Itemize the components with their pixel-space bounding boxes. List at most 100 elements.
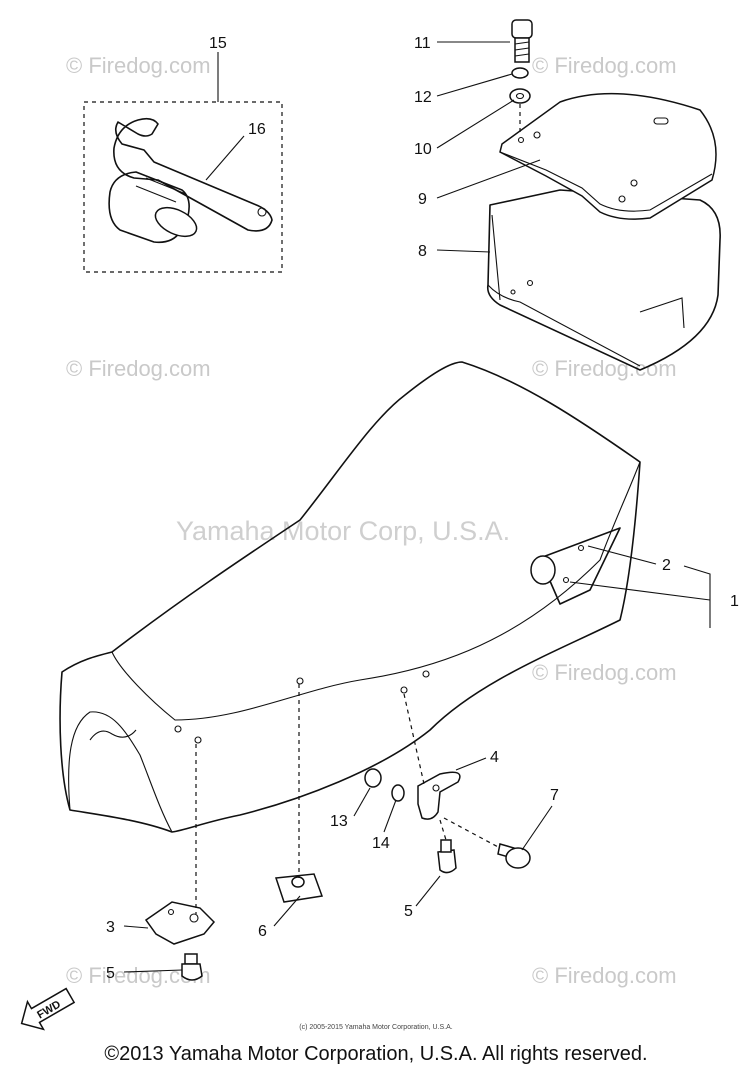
tool-tray-rim	[487, 284, 641, 367]
leader-12	[436, 73, 513, 97]
wrench-hole	[257, 207, 267, 217]
bolt-5-front-shank	[184, 953, 198, 965]
bolt-5-front-head	[181, 963, 203, 981]
watermark-firedog: © Firedog.com	[532, 356, 677, 381]
leader-14	[383, 799, 397, 833]
mount-hole	[174, 725, 182, 733]
bracket-axis	[403, 693, 425, 785]
front-bracket-hole	[189, 913, 199, 923]
small-copyright: (c) 2005-2015 Yamaha Motor Corporation, …	[299, 1024, 452, 1031]
cover-hole	[533, 131, 541, 139]
watermark-firedog: © Firedog.com	[532, 963, 677, 988]
callout-12: 12	[414, 89, 432, 106]
callout-1: 1	[730, 593, 739, 610]
mount-hole	[194, 736, 202, 744]
cover-hole	[630, 179, 638, 187]
leader-2	[587, 545, 657, 565]
leader-3	[123, 925, 149, 929]
bolt-head	[511, 19, 533, 39]
tool-tray-mark	[639, 297, 685, 329]
spanner-wrench	[113, 117, 273, 232]
seat-strap-group	[530, 527, 621, 605]
pouch-opening	[154, 206, 198, 238]
tool-tray	[486, 189, 721, 371]
bolt-5-axis	[439, 819, 447, 841]
bolt-5-shank	[440, 839, 452, 853]
seat-strap	[539, 527, 621, 605]
callout-5-front: 5	[106, 965, 115, 982]
callout-5-rear: 5	[404, 903, 413, 920]
callout-3: 3	[106, 919, 115, 936]
bolt-5-rear	[437, 849, 457, 874]
strap-hole	[577, 544, 585, 552]
rear-bracket-group	[364, 693, 531, 874]
watermark-firedog: © Firedog.com	[532, 660, 677, 685]
tool-tray-edge	[491, 214, 501, 301]
tool-kit-group	[83, 101, 283, 273]
seat-bracket	[417, 771, 461, 820]
fwd-arrow: FWD	[20, 987, 76, 1031]
callout-2: 2	[662, 557, 671, 574]
leader-10	[436, 99, 515, 149]
watermark-firedog: © Firedog.com	[532, 53, 677, 78]
leader-5-rear	[415, 875, 441, 907]
leader-8	[436, 249, 491, 253]
lock-washer	[511, 67, 529, 79]
cover-plate	[499, 92, 717, 220]
front-bracket-group	[144, 744, 216, 981]
callout-11: 11	[414, 35, 431, 52]
bolt-7-axis	[443, 817, 501, 849]
nut-13	[364, 768, 382, 788]
front-bracket-hole	[167, 908, 175, 916]
seat-cushion	[59, 361, 641, 833]
tray-hole	[526, 279, 534, 287]
callout-6: 6	[258, 923, 267, 940]
callout-13: 13	[330, 813, 348, 830]
plate-nut	[274, 873, 324, 903]
cover-hole	[517, 136, 525, 144]
mount-hole	[400, 686, 408, 694]
watermark-firedog: © Firedog.com	[66, 53, 211, 78]
front-bracket	[144, 901, 216, 945]
plate-nut-group	[274, 684, 324, 903]
seat-edge-line	[111, 461, 641, 721]
arrow-shape	[20, 987, 76, 1031]
strap-end	[530, 555, 556, 585]
pouch-strap	[135, 177, 187, 203]
watermark-firedog: © Firedog.com	[66, 356, 211, 381]
leader-5-front	[123, 969, 183, 973]
bracket-hole	[432, 784, 440, 792]
leader-13	[353, 787, 371, 817]
cover-plate-group	[499, 92, 717, 220]
callout-16: 16	[248, 121, 266, 138]
leader-7	[521, 805, 553, 851]
callout-10: 10	[414, 141, 432, 158]
tool-tray-group	[486, 189, 721, 371]
bolt-7-head	[505, 847, 531, 869]
seat-assembly	[59, 361, 641, 833]
leader-lines	[123, 41, 711, 973]
callout-7: 7	[550, 787, 559, 804]
copyright-line: ©2013 Yamaha Motor Corporation, U.S.A. A…	[104, 1043, 647, 1065]
leader-6	[273, 895, 301, 927]
plate-nut-boss	[291, 876, 305, 888]
cover-fasteners	[509, 19, 533, 132]
washer-hole	[515, 92, 525, 100]
callout-4: 4	[490, 749, 499, 766]
strap-hole	[562, 576, 570, 584]
mount-hole	[296, 677, 304, 685]
tray-hole	[510, 289, 516, 295]
leader-4	[455, 757, 487, 771]
cover-hole	[618, 195, 626, 203]
leader-1	[569, 581, 711, 601]
flat-washer	[509, 88, 531, 104]
cover-plate-edge	[499, 151, 713, 212]
seat-front-detail	[89, 729, 137, 741]
callout-8: 8	[418, 243, 427, 260]
leader-9	[436, 159, 541, 199]
seat-front-underside	[68, 711, 173, 833]
tool-kit-box	[83, 101, 283, 273]
watermark-yamaha: Yamaha Motor Corp, U.S.A.	[176, 516, 510, 546]
